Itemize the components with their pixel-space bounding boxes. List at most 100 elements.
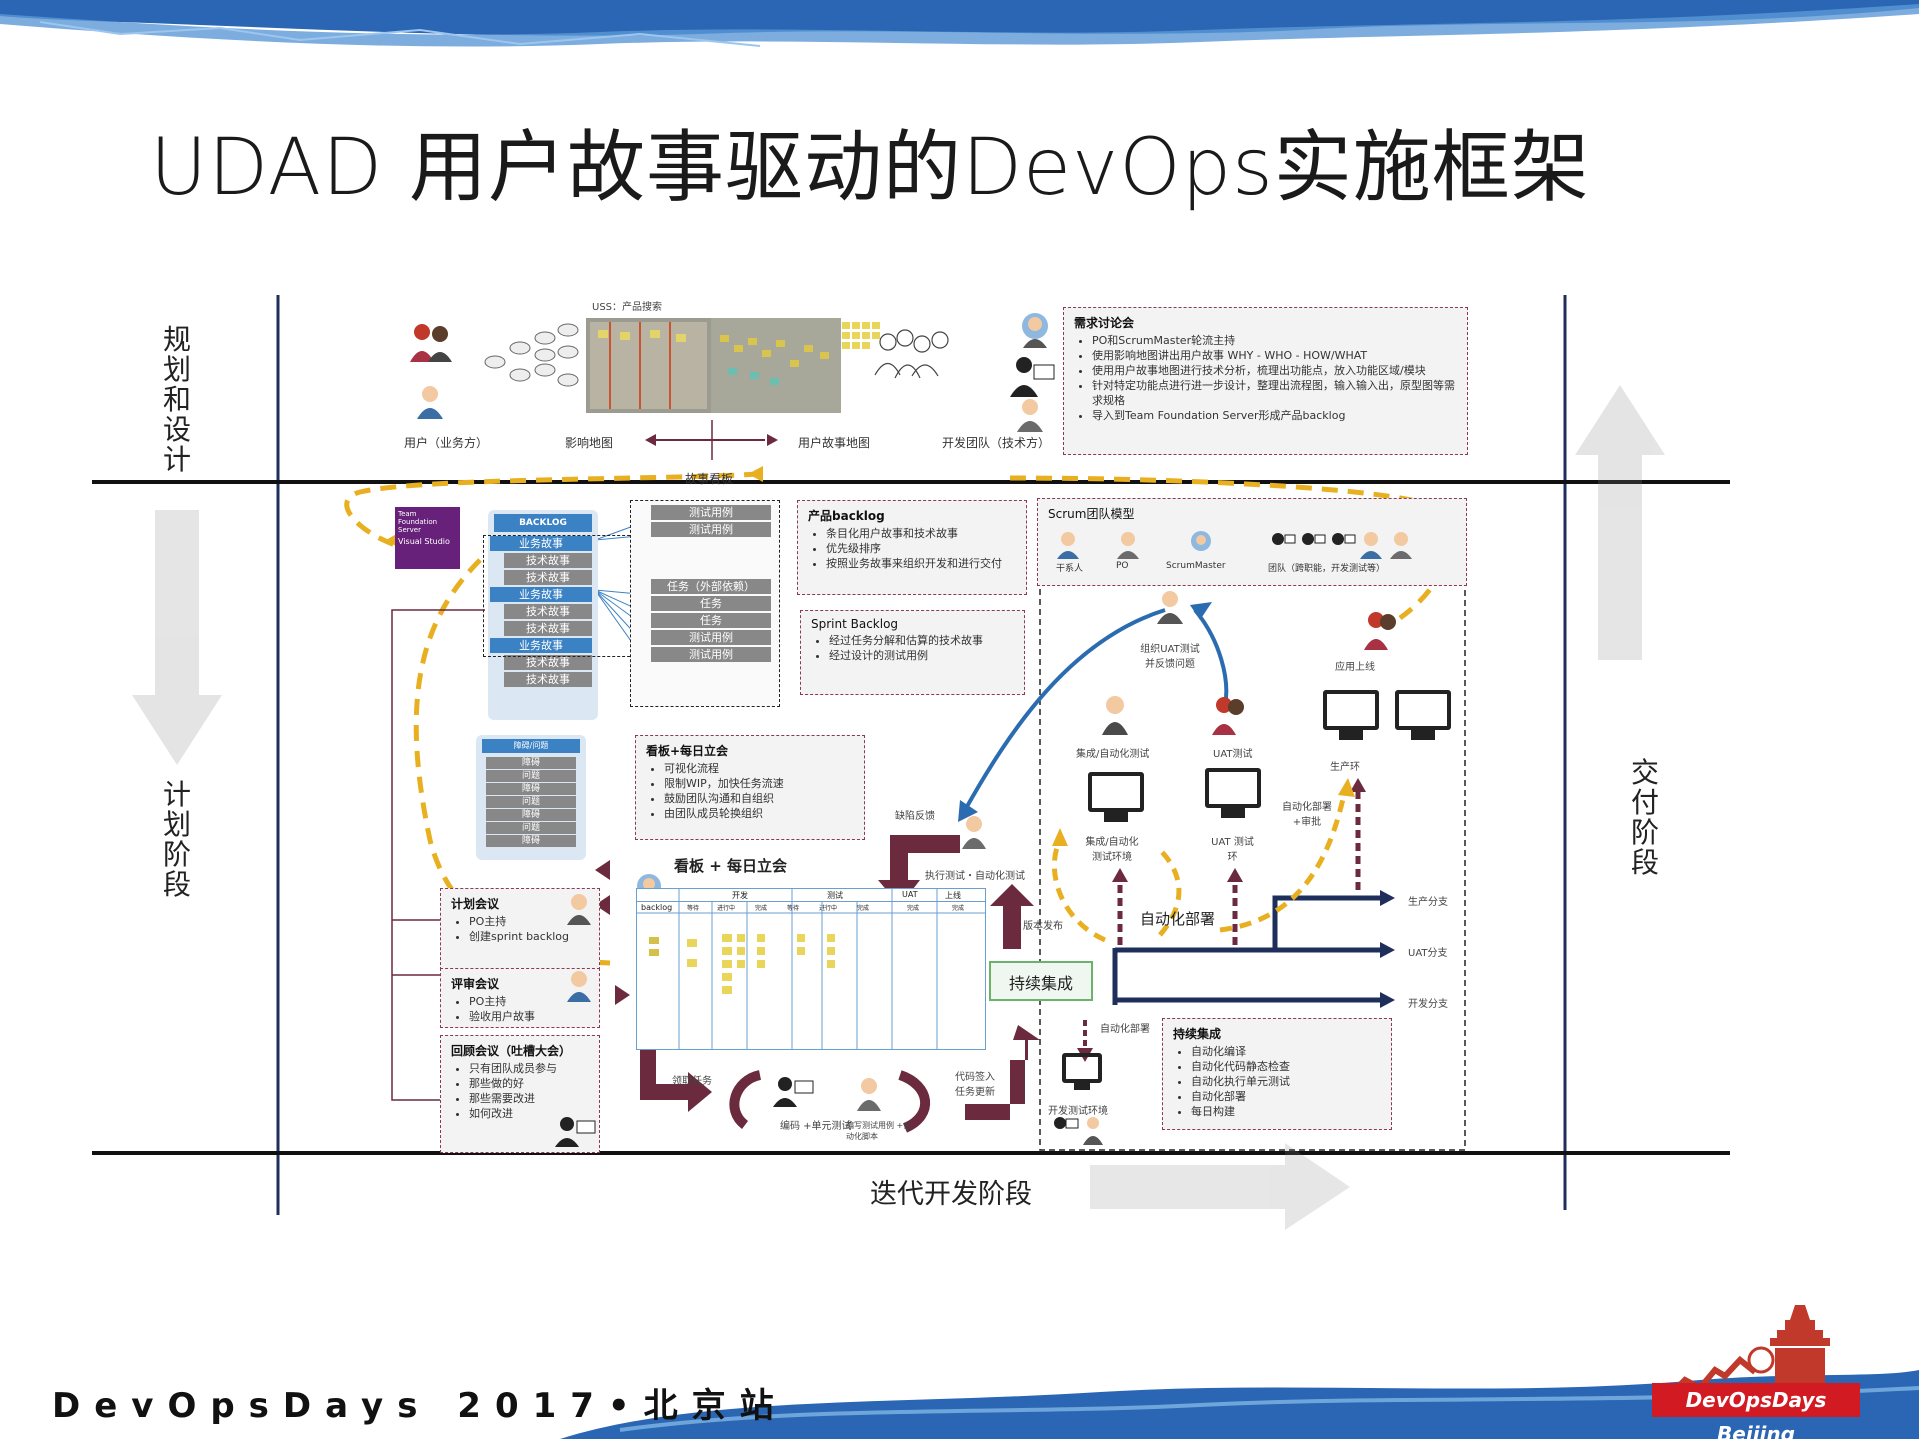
- impediment-item: 障碍: [486, 783, 576, 795]
- backlog-panel: BACKLOG 业务故事 技术故事 技术故事 业务故事 技术故事 技术故事 业务…: [488, 510, 598, 720]
- coding-label: 编码 +单元测试: [780, 1121, 852, 1132]
- go-live-users-icon: [1364, 612, 1396, 650]
- user-group-icon: [410, 324, 452, 362]
- pb-item: 按照业务故事来组织开发和进行交付: [826, 556, 1016, 571]
- planning-po-icon: [567, 894, 591, 925]
- task-item: 测试用例: [651, 630, 771, 645]
- ci-item: 自动化代码静态检查: [1191, 1059, 1381, 1074]
- kb-subcol: 完成: [952, 905, 965, 912]
- uat-feedback-label: 组织UAT测试 并反馈问题: [1140, 644, 1200, 670]
- logo-band: DevOpsDays Beijing: [1652, 1383, 1860, 1446]
- product-backlog-note: 产品backlog 条目化用户故事和技术故事 优先级排序 按照业务故事来组织开发…: [797, 500, 1027, 595]
- kb-col-backlog: backlog: [641, 903, 673, 912]
- version-release-label: 版本发布: [1023, 921, 1063, 932]
- top-brush-decoration: [0, 0, 1919, 47]
- prod-server-icon-1: [1323, 690, 1379, 740]
- task-item: 任务（外部依赖）: [651, 579, 771, 594]
- kb-subcol: 进行中: [819, 905, 838, 912]
- ci-test-label: 集成/自动化测试: [1076, 749, 1150, 760]
- impediment-panel: 障碍/问题 障碍 问题 障碍 问题 障碍 问题 障碍: [476, 735, 586, 860]
- kb-col-test: 测试: [827, 891, 843, 900]
- page-title: UDAD 用户故事驱动的DevOps实施框架: [150, 123, 1590, 213]
- kb-col-uat: UAT: [902, 890, 918, 899]
- prod-server-icon-2: [1395, 690, 1451, 740]
- task-item: 测试用例: [651, 505, 771, 520]
- review-po-icon: [567, 971, 591, 1002]
- backlog-item: 技术故事: [504, 570, 592, 585]
- story-photo-2: [711, 318, 841, 413]
- ci-note-heading: 持续集成: [1173, 1027, 1222, 1041]
- impediment-header: 障碍/问题: [482, 739, 580, 753]
- ci-item: 自动化执行单元测试: [1191, 1074, 1381, 1089]
- retro-item: 那些需要改进: [469, 1091, 589, 1106]
- ci-item: 自动化编译: [1191, 1044, 1381, 1059]
- sketch-people: [874, 329, 949, 379]
- ci-item: 自动化部署: [1191, 1089, 1381, 1104]
- scrum-master-icon: [1022, 313, 1048, 348]
- tasks-panel: 测试用例 测试用例 任务（外部依赖） 任务 任务 测试用例 测试用例: [630, 500, 780, 707]
- tester-icon: [1017, 399, 1043, 432]
- go-live-label: 应用上线: [1335, 662, 1375, 673]
- role-po: PO: [1116, 561, 1129, 571]
- task-item: 任务: [651, 613, 771, 628]
- tfs-logo: Team Foundation Server Visual Studio: [395, 507, 460, 569]
- phase-iteration-dev: 迭代开发阶段: [870, 1179, 1032, 1210]
- planning-meeting-note: 计划会议 PO主持 创建sprint backlog: [440, 888, 600, 970]
- auto-deploy-small-label: 自动化部署: [1100, 1024, 1150, 1035]
- dev-env-label: 开发测试环境: [1048, 1106, 1108, 1117]
- phase-planning: 计划阶段: [162, 778, 191, 901]
- defect-feedback-label: 缺陷反馈: [895, 811, 935, 822]
- retro-item: 只有团队成员参与: [469, 1061, 589, 1076]
- scrum-team-heading: Scrum团队模型: [1048, 507, 1135, 521]
- role-team: 团队（跨职能，开发测试等）: [1268, 564, 1386, 574]
- retro-team-icon: [555, 1117, 596, 1147]
- ci-note: 持续集成 自动化编译 自动化代码静态检查 自动化执行单元测试 自动化部署 每日构…: [1162, 1018, 1392, 1130]
- retro-item: 那些做的好: [469, 1076, 589, 1091]
- kb-item: 限制WIP，加快任务流速: [664, 776, 854, 791]
- pb-item: 优先级排序: [826, 541, 1016, 556]
- requirement-meeting-note: 需求讨论会 PO和ScrumMaster轮流主持 使用影响地图讲出用户故事 WH…: [1063, 307, 1468, 455]
- pb-item: 条目化用户故事和技术故事: [826, 526, 1016, 541]
- deploy-audit-label: 自动化部署+审批: [1282, 802, 1332, 828]
- dev-server-icon: [1062, 1053, 1102, 1090]
- backlog-item: 业务故事: [490, 638, 592, 653]
- kb-subcol: 完成: [755, 905, 768, 912]
- sb-item: 经过任务分解和估算的技术故事: [829, 633, 1014, 648]
- test-script-label: 编写测试用例 +自动化脚本: [846, 1121, 912, 1141]
- retro-meeting-note: 回顾会议（吐槽大会） 只有团队成员参与 那些做的好 那些需要改进 如何改进: [440, 1035, 600, 1153]
- uat-env-label: UAT 测试环: [1211, 837, 1254, 863]
- footer-event-label: DevOpsDays 2017•北京站: [52, 1386, 788, 1426]
- auto-deploy-label: 自动化部署: [1140, 910, 1216, 928]
- developer-icon: [1010, 357, 1055, 397]
- down-grey-arrow: [132, 510, 222, 765]
- backlog-item: 技术故事: [504, 621, 592, 636]
- backlog-item: 技术故事: [504, 604, 592, 619]
- uat-testers-icon: [1212, 697, 1244, 735]
- test-executor-icon: [962, 816, 986, 849]
- backlog-item: 技术故事: [504, 655, 592, 670]
- product-backlog-heading: 产品backlog: [808, 509, 885, 523]
- ci-label: 持续集成: [1008, 974, 1073, 993]
- role-stakeholder: 干系人: [1056, 564, 1084, 574]
- kb-subcol: 等待: [687, 905, 700, 912]
- prod-env-label: 生产环: [1330, 762, 1360, 773]
- ci-env-label: 集成/自动化测试环境: [1085, 837, 1139, 863]
- exec-test-label: 执行测试・自动化测试: [925, 871, 1025, 882]
- backlog-dashed-group: [483, 535, 645, 657]
- task-item: 任务: [651, 596, 771, 611]
- sb-item: 经过设计的测试用例: [829, 648, 1014, 663]
- uss-label: USS：产品搜索: [592, 302, 663, 313]
- kanban-board: backlog 开发 测试 UAT 上线 等待 进行中 完成 等待 进行中 完成…: [636, 888, 986, 1050]
- kanban-board-title: 看板 + 每日立会: [673, 857, 787, 875]
- backlog-item: 技术故事: [504, 672, 592, 687]
- role-scrum-master: ScrumMaster: [1166, 561, 1226, 571]
- backlog-item: 业务故事: [490, 536, 592, 551]
- story-map-label: 用户故事地图: [798, 436, 871, 450]
- uat-server-icon: [1205, 768, 1261, 818]
- scrum-team-model: Scrum团队模型 干系人 PO ScrumMaster 团队（跨职能，开发测试…: [1037, 498, 1467, 586]
- backlog-header: BACKLOG: [494, 514, 592, 532]
- ci-tester-icon: [1102, 696, 1128, 735]
- commit-label: 代码签入 任务更新: [955, 1072, 995, 1098]
- review-heading: 评审会议: [451, 977, 500, 991]
